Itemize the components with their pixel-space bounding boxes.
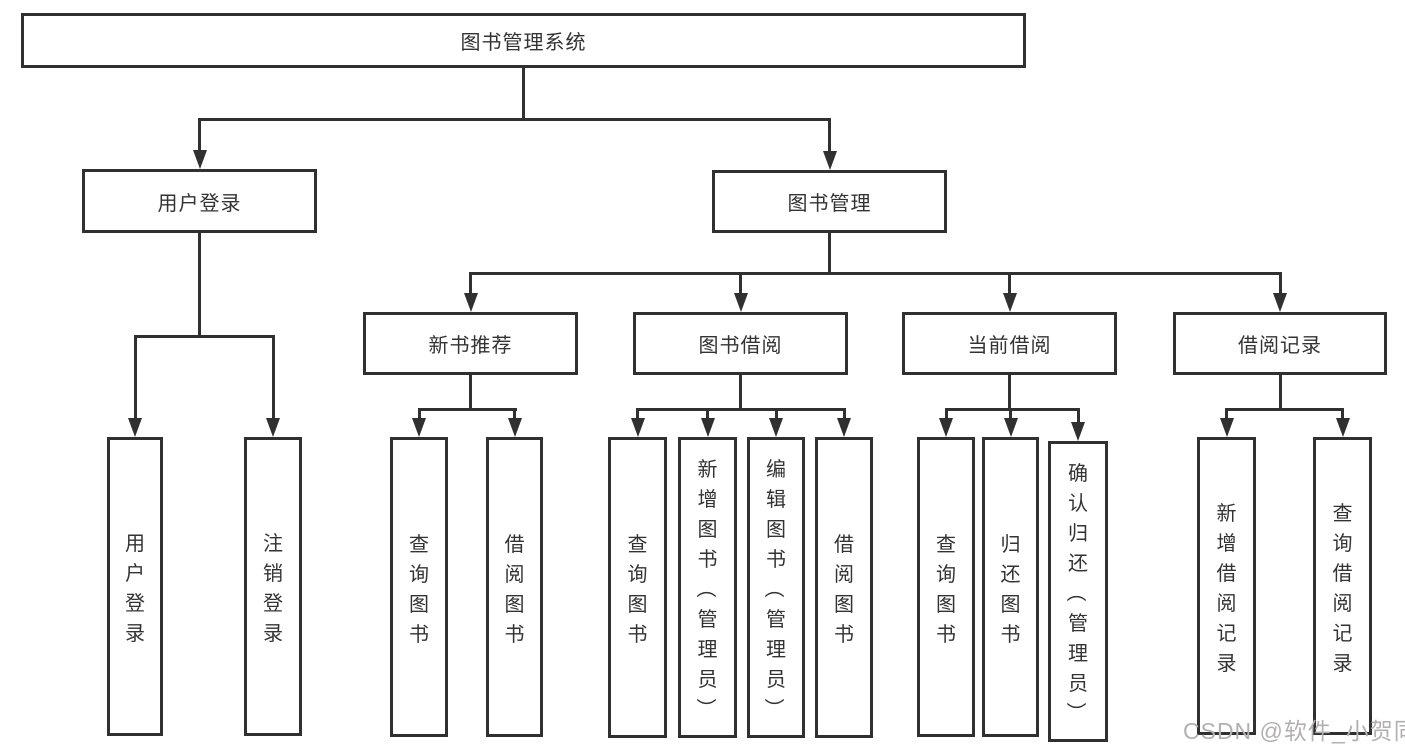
edge-stem <box>198 233 201 338</box>
edge-drop <box>272 335 275 421</box>
node-label: 用户登录 <box>125 533 145 645</box>
node-label: 新增借阅记录 <box>1216 502 1237 675</box>
edge-stem <box>1008 375 1011 411</box>
node-label: 新增图书（管理员） <box>694 459 718 718</box>
edge-rail <box>636 408 846 411</box>
arrow-down-icon <box>700 418 715 437</box>
node-label: 借阅记录 <box>1238 335 1322 357</box>
arrow-down-icon <box>1219 418 1234 437</box>
edge-drop <box>636 408 639 421</box>
arrow-down-icon <box>128 418 142 437</box>
edge-drop <box>706 408 709 421</box>
watermark: CSDN @软件_小贺同学 <box>1183 718 1405 744</box>
node-label: 图书管理系统 <box>460 32 587 54</box>
arrow-down-icon <box>939 418 953 437</box>
arrow-down-icon <box>192 150 207 169</box>
edge-stem <box>739 375 742 411</box>
node-label: 编辑图书（管理员） <box>762 459 787 718</box>
node-cb-return: 归还图书 <box>982 437 1039 737</box>
node-borrow-record: 借阅记录 <box>1173 312 1387 375</box>
edge-drop <box>775 408 778 421</box>
node-label: 图书借阅 <box>698 335 783 357</box>
arrow-down-icon <box>1003 418 1018 437</box>
node-cb-confirm: 确认归还（管理员） <box>1048 441 1108 742</box>
node-book-mgmt: 图书管理 <box>712 170 947 233</box>
edge-drop <box>134 335 137 421</box>
node-label: 注销登录 <box>263 533 283 645</box>
arrow-down-icon <box>837 418 851 437</box>
edge-drop <box>1279 272 1282 296</box>
node-label: 归还图书 <box>1000 533 1021 646</box>
arrow-down-icon <box>733 293 748 312</box>
edge-drop <box>843 408 846 421</box>
node-label: 图书管理 <box>787 193 872 215</box>
node-label: 查询图书 <box>409 533 429 646</box>
edge-drop <box>1008 272 1011 296</box>
node-label: 查询图书 <box>627 534 648 646</box>
node-user-login: 用户登录 <box>82 169 317 233</box>
arrow-down-icon <box>630 418 645 437</box>
edge-rail <box>945 408 1080 411</box>
node-label: 确认归还（管理员） <box>1064 463 1089 722</box>
edge-stem <box>469 375 472 411</box>
edge-drop <box>1225 408 1228 421</box>
edge-drop <box>945 408 948 421</box>
arrow-down-icon <box>822 151 837 170</box>
edge-drop <box>1009 408 1012 421</box>
node-bb-edit: 编辑图书（管理员） <box>747 437 805 738</box>
node-root: 图书管理系统 <box>21 13 1026 68</box>
node-ul-logout: 注销登录 <box>244 437 302 736</box>
arrow-down-icon <box>1002 293 1017 312</box>
edge-rail <box>469 272 1282 275</box>
edge-rail <box>134 335 275 338</box>
node-new-book: 新书推荐 <box>363 312 578 375</box>
node-bb-query: 查询图书 <box>608 437 667 738</box>
node-label: 用户登录 <box>157 192 242 215</box>
arrow-down-icon <box>1273 293 1287 312</box>
edge-drop <box>198 118 201 153</box>
edge-drop <box>469 272 472 296</box>
node-label: 当前借阅 <box>967 335 1052 357</box>
node-br-query: 查询借阅记录 <box>1313 437 1372 735</box>
edge-drop <box>739 272 742 296</box>
node-label: 借阅图书 <box>504 533 525 646</box>
edge-drop <box>513 408 516 421</box>
edge-stem <box>1279 375 1282 411</box>
node-ul-login: 用户登录 <box>107 437 163 736</box>
arrow-down-icon <box>1335 418 1350 437</box>
node-book-borrow: 图书借阅 <box>633 312 848 375</box>
node-label: 查询图书 <box>936 533 956 646</box>
arrow-down-icon <box>769 418 783 437</box>
arrow-down-icon <box>507 418 522 437</box>
edge-drop <box>1341 408 1344 421</box>
edge-rail <box>1225 408 1344 411</box>
edge-drop <box>828 118 831 154</box>
arrow-down-icon <box>412 418 426 437</box>
arrow-down-icon <box>266 418 280 437</box>
node-bb-borrow: 借阅图书 <box>815 437 873 738</box>
edge-rail <box>198 118 831 121</box>
node-label: 查询借阅记录 <box>1332 502 1353 675</box>
edge-rail <box>418 408 517 411</box>
node-label: 借阅图书 <box>834 534 854 646</box>
node-br-add: 新增借阅记录 <box>1197 437 1256 735</box>
arrow-down-icon <box>1071 422 1085 441</box>
node-cb-query: 查询图书 <box>917 437 975 737</box>
edge-stem <box>522 68 525 121</box>
node-label: 新书推荐 <box>428 335 513 357</box>
edge-drop <box>1077 408 1080 425</box>
node-nb-query: 查询图书 <box>390 437 448 737</box>
node-current-borrow: 当前借阅 <box>902 312 1117 375</box>
edge-drop <box>418 408 421 421</box>
edge-stem <box>828 233 831 275</box>
node-bb-add: 新增图书（管理员） <box>678 437 737 738</box>
arrow-down-icon <box>463 293 478 312</box>
node-nb-borrow: 借阅图书 <box>486 437 543 737</box>
